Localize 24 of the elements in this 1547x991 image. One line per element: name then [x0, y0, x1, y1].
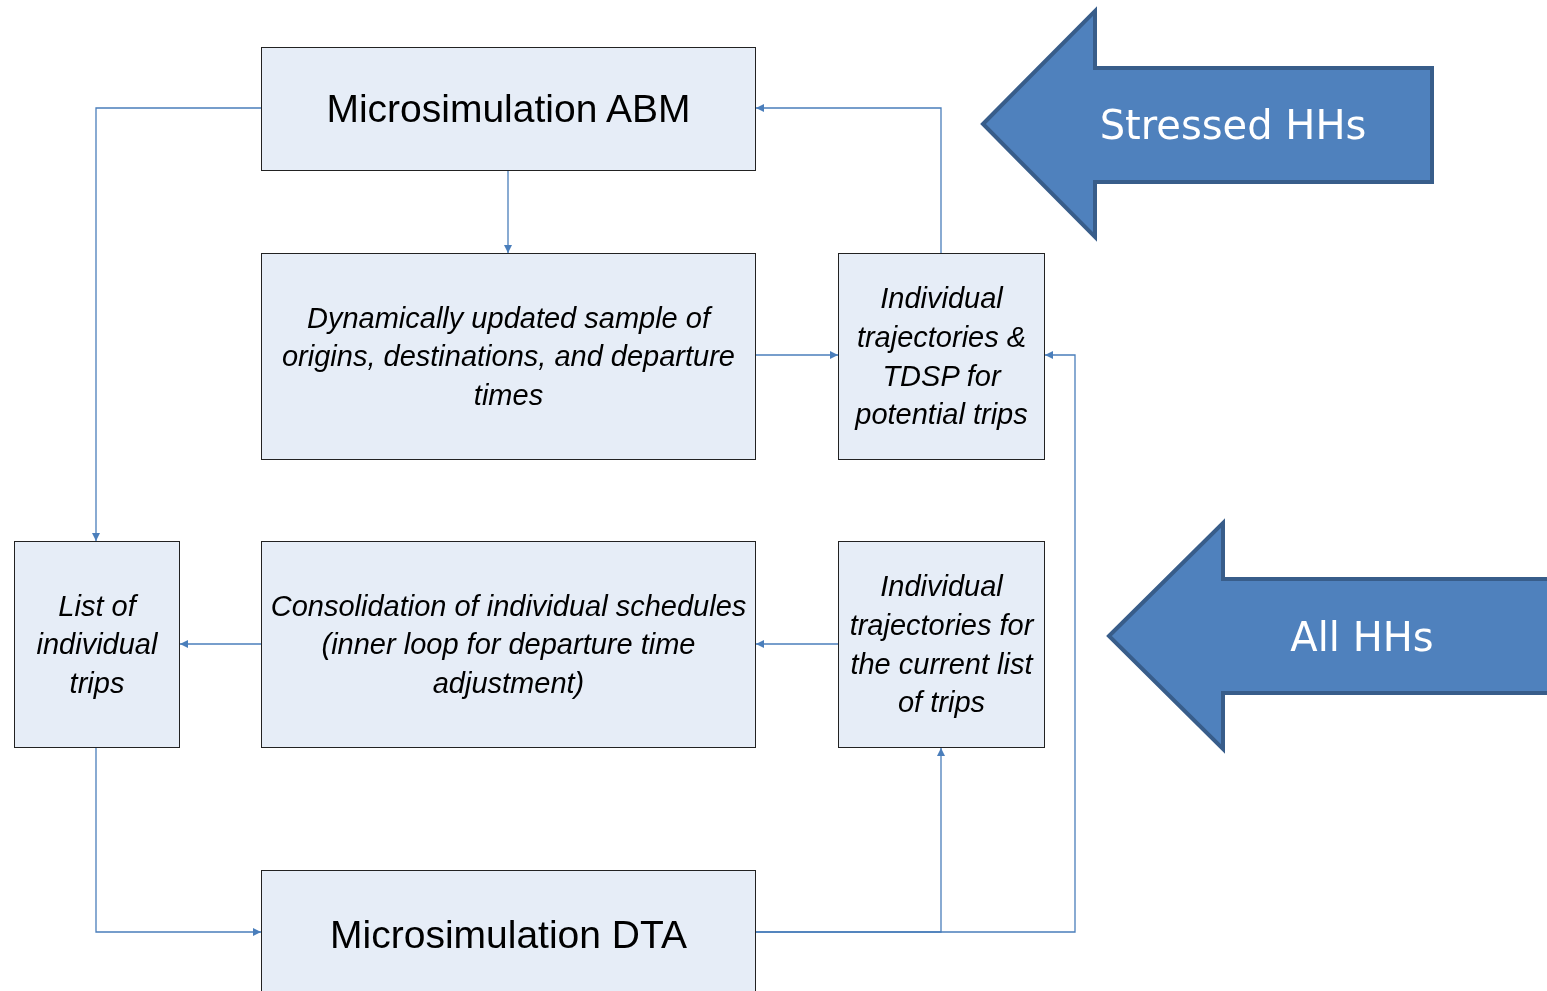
process-box: [838, 253, 1045, 460]
box-text: Individual trajectories for the current list of trips: [848, 569, 1036, 721]
arrow: [755, 351, 1076, 933]
arrow: [179, 640, 262, 648]
arrow: [95, 747, 262, 936]
process-box: [838, 541, 1045, 748]
box-text: Microsimulation ABM: [326, 85, 691, 132]
arrow: [92, 107, 262, 542]
process-box: [14, 541, 180, 748]
box-text: Consolidation of individual schedules (inner loop for departure time adjustment): [270, 588, 747, 701]
process-box: [261, 870, 756, 991]
process-box: [261, 541, 756, 748]
arrow-label: All HHs: [1290, 614, 1434, 660]
arrow-label: Stressed HHs: [1099, 102, 1367, 148]
arrow: [755, 640, 839, 648]
process-box: [261, 47, 756, 171]
arrow: [504, 170, 512, 254]
box-text: Microsimulation DTA: [330, 911, 687, 958]
box-text: Dynamically updated sample of origins, destinations, and departure times: [281, 300, 736, 413]
box-text: List of individual trips: [35, 588, 159, 701]
arrow: [755, 351, 839, 359]
box-text: Individual trajectories & TDSP for potential trips: [853, 281, 1029, 433]
process-box: [261, 253, 756, 460]
arrow: [755, 104, 942, 254]
